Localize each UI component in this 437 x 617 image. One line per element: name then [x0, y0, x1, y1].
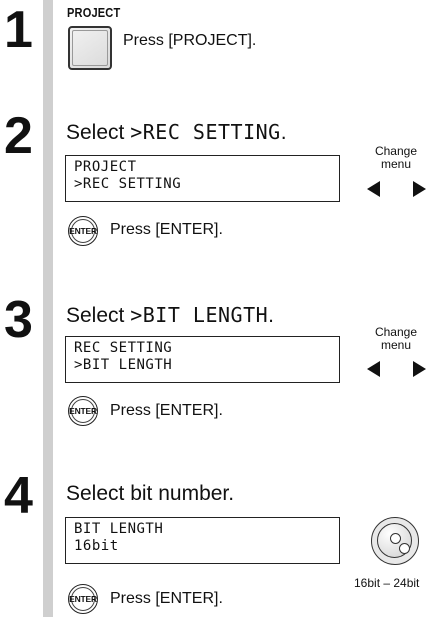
step-3-select-prefix: Select [66, 304, 131, 327]
right-arrow-icon[interactable] [413, 181, 426, 197]
step-3-select-suffix: . [268, 304, 274, 327]
change-label: Change [374, 144, 418, 158]
lcd-line: BIT LENGTH [74, 521, 164, 537]
step-2-instruction: Press [ENTER]. [110, 221, 223, 238]
project-button-icon[interactable] [68, 26, 112, 70]
change-label: Change [374, 325, 418, 339]
step-3-change-menu-label: Change menu [365, 326, 427, 352]
step-4-instruction: Press [ENTER]. [110, 590, 223, 607]
step-1-instruction: Press [PROJECT]. [123, 32, 257, 49]
menu-label: menu [380, 338, 412, 352]
enter-button-icon[interactable]: ENTER [68, 396, 98, 426]
right-arrow-icon[interactable] [413, 361, 426, 377]
lcd-line: 16bit [74, 538, 119, 554]
enter-button-icon[interactable]: ENTER [68, 216, 98, 246]
project-button-label: PROJECT [67, 5, 121, 20]
step-2-number: 2 [4, 107, 33, 165]
menu-label: menu [380, 157, 412, 171]
left-arrow-icon[interactable] [367, 361, 380, 377]
step-1-number: 1 [4, 1, 33, 59]
step-3-lcd-display: REC SETTING >BIT LENGTH [65, 336, 340, 383]
lcd-line: REC SETTING [74, 340, 173, 356]
step-2-lcd-display: PROJECT >REC SETTING [65, 155, 340, 202]
step-2-select-target: >REC SETTING [130, 120, 281, 144]
dial-range-caption: 16bit – 24bit [354, 576, 420, 590]
step-2-select-suffix: . [280, 121, 287, 144]
step-3-instruction: Press [ENTER]. [110, 402, 223, 419]
step-4-heading: Select bit number. [66, 482, 235, 505]
sidebar-bar [43, 0, 53, 617]
enter-button-icon[interactable]: ENTER [68, 584, 98, 614]
enter-icon-label: ENTER [69, 406, 97, 416]
left-arrow-icon[interactable] [367, 181, 380, 197]
step-4-lcd-display: BIT LENGTH 16bit [65, 517, 340, 564]
enter-icon-label: ENTER [69, 594, 97, 604]
step-2-select-prefix: Select [66, 121, 131, 144]
lcd-line: PROJECT [74, 159, 137, 175]
enter-icon-label: ENTER [69, 226, 97, 236]
dial-dot [399, 543, 410, 554]
step-4-number: 4 [4, 467, 33, 525]
dial-knob-icon[interactable] [371, 517, 419, 565]
step-3-heading: Select >BIT LENGTH. [66, 303, 274, 328]
dial-dot [390, 533, 401, 544]
step-2-heading: Select >REC SETTING. [66, 120, 287, 145]
lcd-line: >REC SETTING [74, 176, 182, 192]
step-3-number: 3 [4, 291, 33, 349]
step-2-change-menu-label: Change menu [365, 145, 427, 171]
dial-inner [377, 523, 412, 558]
lcd-line: >BIT LENGTH [74, 357, 173, 373]
step-3-select-target: >BIT LENGTH [130, 303, 269, 327]
